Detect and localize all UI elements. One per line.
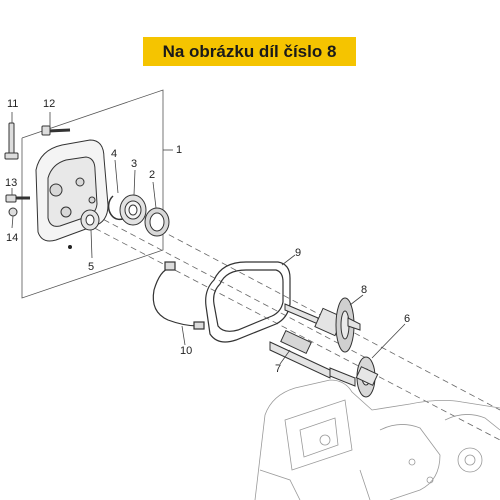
wire-harness-10 bbox=[152, 261, 205, 330]
bolt-12 bbox=[41, 125, 71, 136]
callout-1: 1 bbox=[176, 144, 182, 156]
seal-ring-2 bbox=[144, 207, 170, 237]
engine-crankcase bbox=[254, 379, 500, 500]
bearing-3 bbox=[119, 194, 147, 226]
gasket-9 bbox=[205, 261, 291, 343]
callout-2: 2 bbox=[149, 169, 155, 181]
callout-9: 9 bbox=[295, 247, 301, 259]
primary-shaft-7 bbox=[269, 329, 356, 387]
callout-12: 12 bbox=[43, 98, 55, 110]
marker-dot bbox=[68, 245, 72, 249]
callout-6: 6 bbox=[404, 313, 410, 325]
bolt-11 bbox=[4, 122, 19, 160]
title-banner: Na obrázku díl číslo 8 bbox=[143, 37, 356, 66]
leader-lines bbox=[11, 112, 406, 365]
parts-group-box bbox=[21, 89, 164, 299]
seal-5 bbox=[80, 209, 100, 231]
callout-13: 13 bbox=[5, 177, 17, 189]
callout-labels: 11 12 13 14 5 4 3 2 1 9 10 8 7 6 bbox=[5, 98, 410, 375]
callout-11: 11 bbox=[7, 98, 18, 110]
assembly-axis-lines bbox=[59, 209, 500, 441]
callout-7: 7 bbox=[275, 363, 281, 375]
callout-14: 14 bbox=[6, 232, 18, 244]
callout-10: 10 bbox=[180, 345, 192, 357]
bolt-13 bbox=[5, 194, 30, 203]
final-gear-6 bbox=[355, 356, 379, 398]
callout-8: 8 bbox=[361, 284, 367, 296]
callout-5: 5 bbox=[88, 261, 94, 273]
washer-14 bbox=[8, 207, 18, 217]
callout-4: 4 bbox=[111, 148, 117, 160]
callout-3: 3 bbox=[131, 158, 137, 170]
secondary-shaft-8 bbox=[284, 297, 361, 353]
